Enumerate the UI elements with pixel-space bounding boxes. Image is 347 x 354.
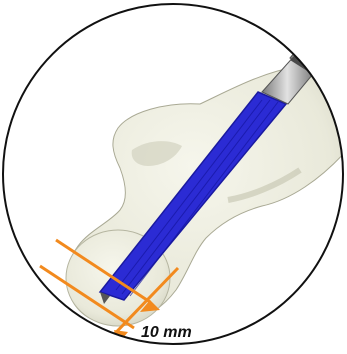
clipped-content: [40, 22, 347, 349]
dimension-label: 10 mm: [141, 323, 221, 343]
